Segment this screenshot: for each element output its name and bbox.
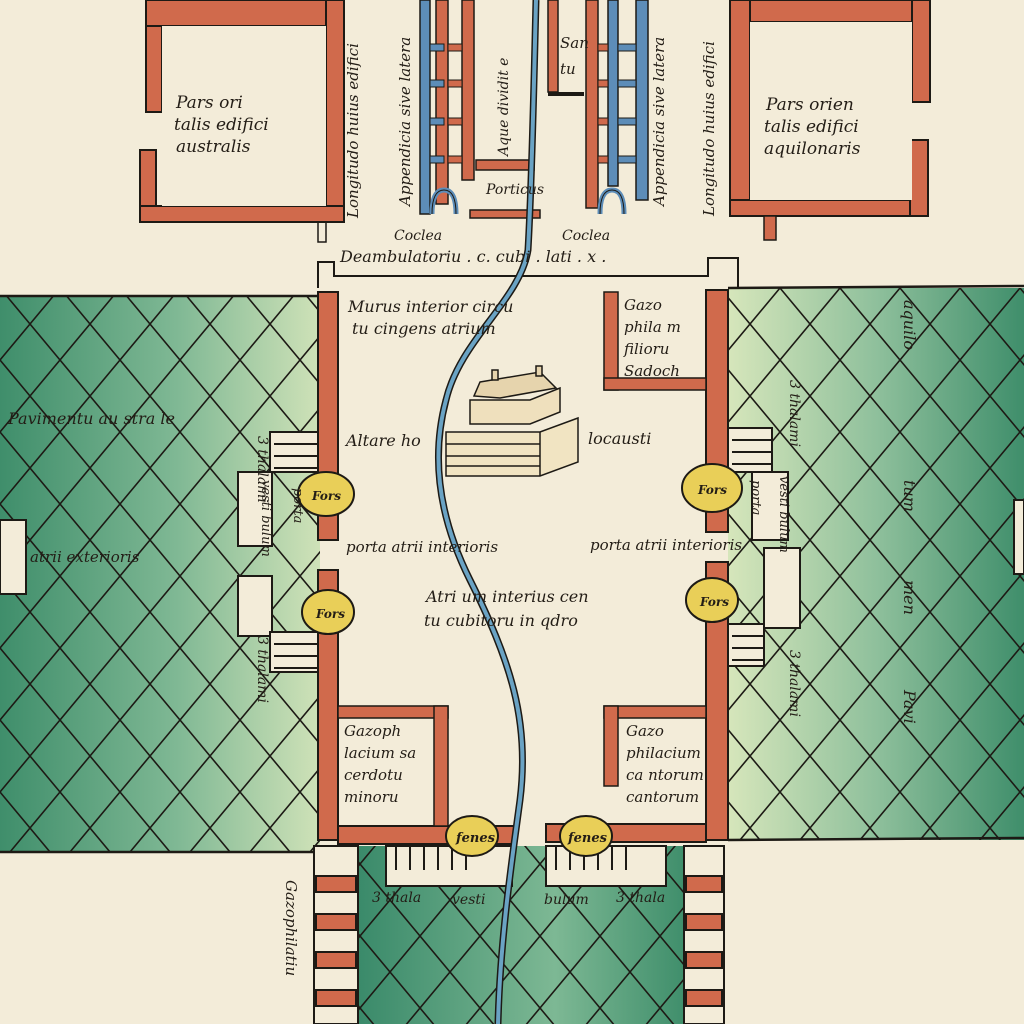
building-north <box>729 0 931 217</box>
label-thalami-right: 3 thalami <box>786 380 802 447</box>
medallion-gold <box>681 463 743 513</box>
label-gazophilacium-bottom: Gazophilatiu <box>282 880 300 976</box>
medallions <box>297 463 743 857</box>
svg-text:aquilonaris: aquilonaris <box>764 139 861 159</box>
label-atrii-exterioris: atrii exterioris <box>30 548 140 566</box>
label-porta-gate-left: porta <box>290 488 305 523</box>
svg-text:Fors: Fors <box>699 595 729 609</box>
outer-court-bottom <box>358 846 686 1024</box>
label-bulum-bottom: bulum <box>544 892 589 908</box>
label-pavimentum-left: Pavimentu au stra le <box>7 409 175 428</box>
appendicia-left <box>419 0 475 215</box>
label-coclea-right: Coclea <box>562 228 610 244</box>
medallion-gold <box>445 815 499 857</box>
label-porta-right: porta atrii interioris <box>590 536 742 554</box>
label-thalami-left: 3 thalami <box>254 436 270 503</box>
gazophilacium-sadoch-room <box>603 291 707 391</box>
gazophilacium-cantorum-room <box>603 705 707 787</box>
svg-text:fenes: fenes <box>455 831 496 846</box>
altar-illustration <box>445 365 579 477</box>
label-locausti: locausti <box>588 429 651 448</box>
gate-stairs-left <box>237 431 319 673</box>
svg-text:fenes: fenes <box>567 831 608 846</box>
svg-text:cerdotu: cerdotu <box>344 766 403 784</box>
label-gazophilacium-cantorum: Gazo <box>626 722 664 740</box>
label-altare: Altare ho <box>344 431 421 450</box>
svg-text:tum: tum <box>900 480 919 512</box>
svg-text:ca ntorum: ca ntorum <box>626 766 704 784</box>
label-aque-dividit: Aque dividit e <box>496 58 512 158</box>
label-pavimentum-right: aquilo <box>900 300 919 350</box>
svg-text:philacium: philacium <box>626 744 701 762</box>
label-gazophilacium-sacerdotum: Gazoph <box>344 722 401 740</box>
appendicia-right <box>585 0 649 215</box>
striped-wall-right <box>683 845 725 1024</box>
label-porticus: Porticus <box>485 182 544 198</box>
label-thala-bottom: 3 thala <box>372 890 421 906</box>
svg-text:3 thalami: 3 thalami <box>254 636 270 703</box>
outer-building-left <box>0 519 27 595</box>
label-pars-orientalis: Pars ori <box>175 93 243 113</box>
label-coclea-left: Coclea <box>394 228 442 244</box>
label-appendicia-left: Appendicia sive latera <box>396 37 414 208</box>
label-deambulatorium: Deambulatoriu . c. cubi . lati . x . <box>339 247 606 266</box>
medallion-gold <box>297 471 355 517</box>
label-porta-gate-right: porta <box>748 480 763 515</box>
svg-text:phila m: phila m <box>624 318 681 336</box>
striped-wall-left <box>313 845 359 1024</box>
label-longitudo-left: Longitudo huius edifici <box>344 43 362 219</box>
medallion-gold <box>301 589 355 635</box>
gate-stairs-bottom <box>385 845 667 887</box>
medallion-gold <box>685 577 739 623</box>
label-atrium: Atri um interius cen <box>424 587 589 606</box>
svg-text:tu cubitoru in qdro: tu cubitoru in qdro <box>424 611 578 630</box>
gate-stairs-right <box>727 427 801 667</box>
svg-text:men: men <box>900 580 919 615</box>
outer-court-left <box>0 296 320 852</box>
label-murus: Murus interior circu <box>347 297 513 316</box>
label-porta-left: porta atrii interioris <box>346 538 498 556</box>
label-vestibulum-left: vesti bulum <box>258 480 273 557</box>
medallion-label: Fors <box>311 489 341 503</box>
svg-text:australis: australis <box>176 137 251 157</box>
label-gazophilacium-filiorum: Gazo <box>624 296 662 314</box>
svg-text:lacium sa: lacium sa <box>344 744 416 762</box>
svg-text:cantorum: cantorum <box>626 788 699 806</box>
svg-text:3 thala: 3 thala <box>616 890 665 906</box>
svg-text:filioru: filioru <box>623 340 669 358</box>
svg-text:tu cingens atrium: tu cingens atrium <box>352 319 496 338</box>
svg-text:Pavi: Pavi <box>900 689 919 724</box>
svg-text:Fors: Fors <box>697 483 727 497</box>
label-vestibulum-right: vesti bulum <box>776 476 791 553</box>
svg-text:3 thalami: 3 thalami <box>786 650 802 717</box>
svg-text:talis edifici: talis edifici <box>174 115 269 135</box>
svg-text:tu: tu <box>560 60 576 78</box>
label-vesti-bottom: vesti <box>452 892 485 908</box>
svg-text:minoru: minoru <box>344 788 399 806</box>
label-longitudo-right: Longitudo huius edifici <box>700 41 718 217</box>
gazophilacium-sacerdotum-room <box>337 705 449 827</box>
svg-text:Sadoch: Sadoch <box>624 362 680 380</box>
labels: Pars ori talis edifici australis Pars or… <box>7 34 919 976</box>
label-sanctum: San <box>560 34 589 52</box>
label-pars-aquilonaris: Pars orien <box>765 95 854 115</box>
outer-building-right <box>1013 499 1024 575</box>
svg-text:Fors: Fors <box>315 607 345 621</box>
svg-text:talis edifici: talis edifici <box>764 117 859 137</box>
label-appendicia-right: Appendicia sive latera <box>650 37 668 208</box>
medallion-gold <box>559 815 613 857</box>
